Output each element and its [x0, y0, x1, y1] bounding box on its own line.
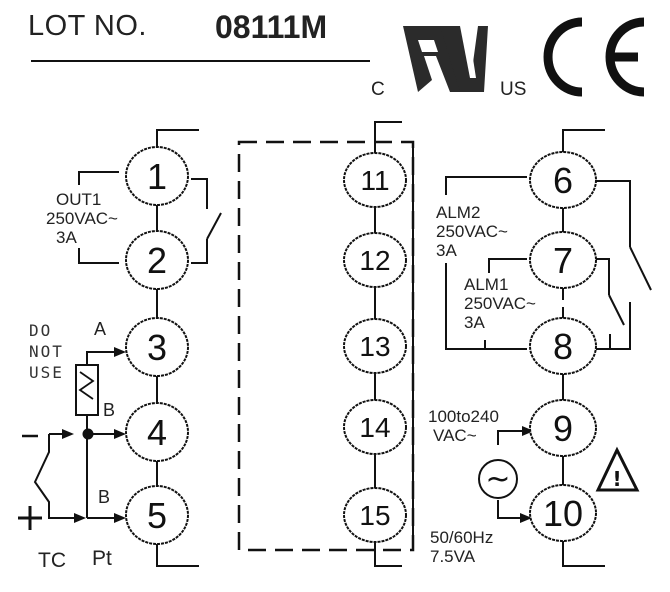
power-voltage: 100to240 [428, 407, 499, 426]
alm1-current: 3A [464, 313, 485, 332]
power-frequency: 50/60Hz [430, 528, 494, 547]
terminal-7 [529, 231, 597, 289]
out1-current: 3A [56, 228, 77, 247]
terminal-11 [343, 152, 407, 208]
terminal-14-label: 14 [359, 412, 390, 443]
lot-number: 08111M [215, 9, 328, 45]
terminal-b-lower-label: B [98, 487, 111, 507]
alm1-label: ALM1 250VAC~ 3A [464, 275, 536, 332]
terminal-4 [125, 402, 189, 462]
terminal-9 [529, 399, 597, 457]
terminal-a-label: A [94, 319, 107, 339]
terminal-1-label: 1 [147, 156, 167, 197]
tc-label: TC [38, 549, 66, 572]
terminal-7-label: 7 [553, 240, 573, 281]
terminal-10-label: 10 [543, 493, 583, 534]
cert-c-label: C [371, 79, 385, 100]
power-type: VAC~ [433, 426, 477, 445]
terminal-15-label: 15 [359, 500, 390, 531]
pt-label: Pt [92, 547, 112, 570]
terminal-13-label: 13 [359, 331, 390, 362]
terminal-14 [343, 399, 407, 455]
terminal-4-label: 4 [147, 412, 167, 453]
alm1-name: ALM1 [464, 275, 509, 294]
alm2-name: ALM2 [436, 203, 481, 222]
terminal-6-label: 6 [553, 160, 573, 201]
terminal-8-label: 8 [553, 326, 573, 367]
out1-label: OUT1 250VAC~ 3A [46, 190, 118, 247]
terminal-10 [529, 484, 597, 542]
terminal-11-label: 11 [360, 165, 389, 196]
power-spec-label: 50/60Hz 7.5VA [430, 528, 493, 566]
terminal-5 [125, 485, 189, 545]
terminal-8 [529, 317, 597, 375]
arrowheads [62, 347, 534, 523]
cert-us-label: US [500, 79, 527, 100]
svg-text:!: ! [612, 467, 621, 491]
terminal-15 [343, 487, 407, 543]
terminal-5-label: 5 [147, 495, 167, 536]
terminal-9-label: 9 [553, 408, 573, 449]
terminal-3 [125, 317, 189, 377]
terminal-12-label: 12 [359, 245, 390, 276]
do-not-use-label: DO NOT USE [29, 321, 64, 382]
ul-recognized-icon [403, 26, 488, 92]
alm2-current: 3A [436, 241, 457, 260]
terminal-2-label: 2 [147, 240, 167, 281]
warning-icon: ! [595, 446, 640, 492]
ce-mark-icon [543, 17, 645, 97]
terminal-13 [343, 318, 407, 374]
terminal-12 [343, 232, 407, 288]
ac-source-symbol: ~ [485, 462, 510, 497]
terminal-1 [125, 146, 189, 206]
terminal-3-label: 3 [147, 327, 167, 368]
lot-label: LOT NO. [28, 10, 147, 42]
power-voltage-label: 100to240 VAC~ [428, 407, 499, 445]
power-consumption: 7.5VA [430, 547, 476, 566]
terminal-6 [529, 151, 597, 209]
junction-dot [82, 428, 94, 440]
terminal-2 [125, 230, 189, 290]
alm2-label: ALM2 250VAC~ 3A [436, 203, 508, 260]
terminal-b-upper-label: B [103, 400, 116, 420]
out1-name: OUT1 [56, 190, 102, 209]
alm1-rating: 250VAC~ [464, 294, 536, 313]
alm2-rating: 250VAC~ [436, 222, 508, 241]
out1-rating: 250VAC~ [46, 209, 118, 228]
